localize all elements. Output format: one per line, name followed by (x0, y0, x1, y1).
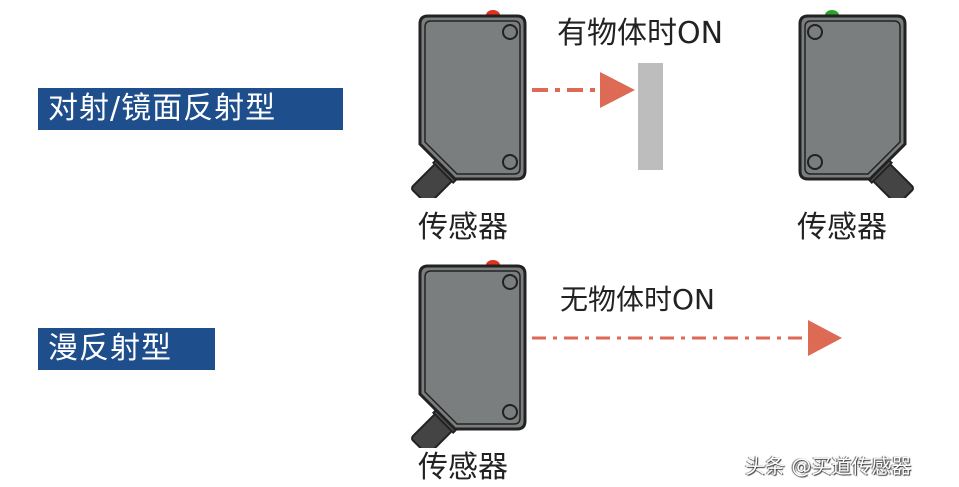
arrow-head-icon (808, 320, 842, 356)
label-diffuse: 漫反射型 (38, 328, 215, 370)
sensor-label: 传感器 (418, 210, 508, 245)
caption-without-object: 无物体时ON (560, 283, 715, 316)
caption-with-object: 有物体时ON (557, 16, 724, 51)
sensor-2 (798, 10, 918, 198)
watermark: 头条 @买道传感器 (745, 454, 912, 478)
label-retroreflective: 对射/镜面反射型 (38, 88, 343, 130)
arrow-head-icon (600, 72, 635, 108)
beam-no-object (532, 320, 842, 356)
sensor-1 (407, 10, 527, 198)
beam-to-object (532, 63, 663, 170)
sensor-3 (407, 260, 527, 448)
sensor-label: 传感器 (797, 210, 887, 245)
target-object (638, 63, 663, 170)
sensor-label: 传感器 (418, 450, 508, 485)
